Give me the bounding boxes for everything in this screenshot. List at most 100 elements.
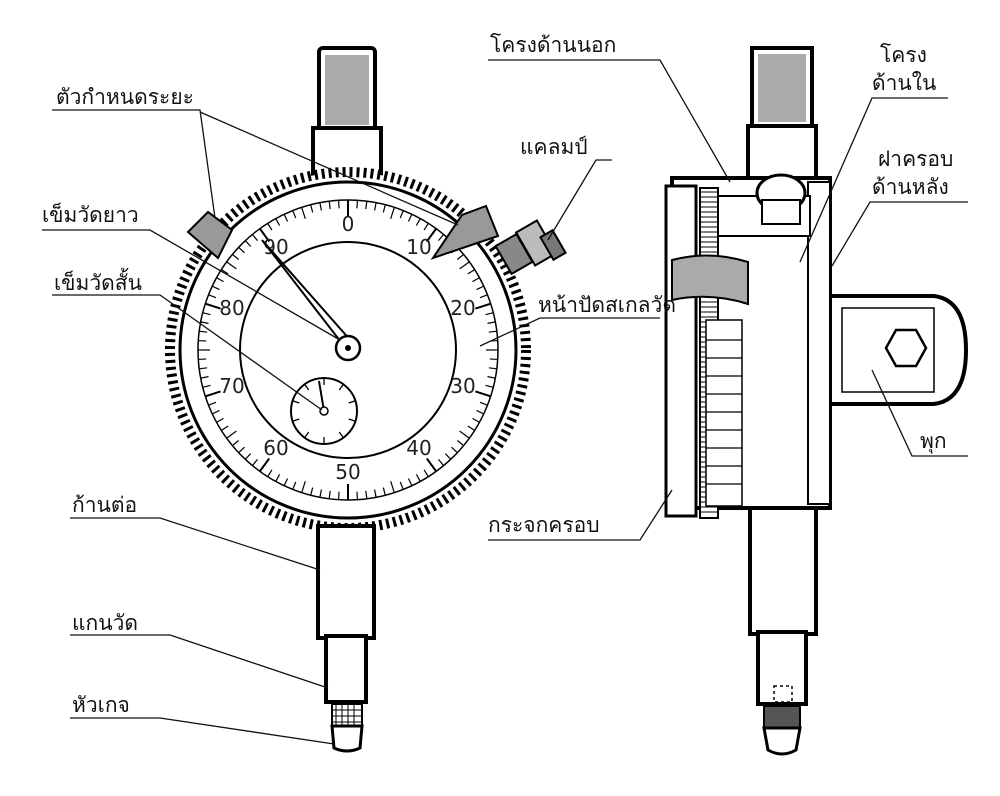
dial-tick <box>216 277 224 283</box>
side-crystal-band <box>671 254 749 306</box>
dial-tick <box>488 367 497 370</box>
leader-back-cover <box>831 201 968 267</box>
dial-tick <box>232 253 239 260</box>
dial-tick <box>199 367 208 370</box>
revolution-counter-tick <box>338 383 344 391</box>
dial-tick <box>472 417 480 423</box>
leader-inner-frame <box>799 97 948 263</box>
revolution-counter-tick <box>348 400 356 404</box>
dial-tick <box>267 469 273 477</box>
dial-tick <box>472 277 480 283</box>
dial-tick <box>459 261 470 270</box>
dial-tick <box>467 425 475 431</box>
dial-tick <box>382 487 386 496</box>
contact-point-knurl-pattern <box>332 704 362 726</box>
top-sleeve <box>311 126 383 180</box>
dial-tick <box>292 210 297 219</box>
label-back-cover-2: ด้านหลัง <box>872 175 949 199</box>
contact-point <box>330 724 364 753</box>
long-hand-center <box>345 345 351 351</box>
side-back-cover <box>807 181 831 505</box>
range-indicator-right <box>430 204 500 260</box>
dial-tick <box>390 207 395 219</box>
dial-tick <box>200 376 209 379</box>
dial-tick <box>457 440 464 447</box>
leader-range-indicator-2 <box>199 111 459 226</box>
top-cap-shade <box>325 55 369 125</box>
dial-tick <box>275 218 281 226</box>
dial-tick <box>479 401 488 406</box>
revolution-counter-tick <box>304 431 310 439</box>
side-dial-lines <box>706 339 742 485</box>
dial-number: 10 <box>406 235 431 259</box>
leader-spindle <box>70 634 329 689</box>
dial-tick <box>205 302 221 310</box>
dial-tick <box>374 489 377 498</box>
label-crystal: กระจกครอบ <box>488 513 600 537</box>
leader-range-indicator <box>52 109 216 219</box>
dial-tick <box>415 474 421 482</box>
dial-tick <box>476 409 484 415</box>
clamp <box>494 219 567 276</box>
dial-tick <box>232 440 239 447</box>
dial-tick <box>374 202 377 211</box>
spindle <box>324 634 368 704</box>
leader-clamp <box>547 159 612 241</box>
dial-tick <box>319 202 322 211</box>
dial-tick <box>319 489 322 498</box>
dial-tick <box>438 234 445 241</box>
short-hand <box>318 380 325 412</box>
side-bezel <box>664 184 698 518</box>
dial-tick <box>337 491 340 500</box>
leader-long-hand <box>42 229 341 341</box>
revolution-counter-tick <box>292 400 300 404</box>
dial-number: 20 <box>450 296 475 320</box>
dial-tick <box>202 384 211 388</box>
dial-tick <box>356 491 359 500</box>
leader-stem <box>70 517 321 571</box>
dial-tick <box>221 269 229 275</box>
side-clamp-screw-base <box>761 199 801 225</box>
dial-tick <box>310 487 314 496</box>
dial-tick <box>259 457 271 472</box>
label-back-cover-1: ฝาครอบ <box>878 147 953 171</box>
leader-contact-point <box>70 717 335 745</box>
dial-number: 30 <box>450 374 475 398</box>
side-spindle-window <box>773 685 793 703</box>
dial-tick <box>328 490 331 499</box>
dial-tick <box>451 446 458 454</box>
label-outer-frame: โครงด้านนอก <box>490 33 616 57</box>
dial-tick <box>407 478 413 486</box>
dial-tick <box>399 210 404 219</box>
dial-tick <box>423 469 429 477</box>
dial-tick <box>382 204 386 213</box>
label-short-hand: เข็มวัดสั้น <box>54 268 142 295</box>
leader-short-hand <box>52 294 323 411</box>
side-lug-hex-bolt <box>884 328 928 368</box>
dial-tick <box>356 200 359 209</box>
label-inner-frame-1: โครง <box>880 43 927 67</box>
dial-tick <box>425 228 437 243</box>
side-lug-inner <box>841 307 935 393</box>
dial-tick <box>487 321 496 324</box>
dial-tick <box>337 200 340 209</box>
dial-tick <box>205 390 221 398</box>
dial-number: 40 <box>406 436 431 460</box>
dial-tick <box>467 269 475 275</box>
dial-tick <box>476 285 484 291</box>
dial-tick <box>444 453 452 460</box>
labels: ตัวกำหนดระยะ เข็มวัดยาว เข็มวัดสั้น ก้าน… <box>42 33 953 717</box>
dial-numbers: 0 10 20 30 40 50 60 70 80 90 <box>219 212 475 484</box>
side-top-cap-shade <box>758 54 806 122</box>
dial-number: 60 <box>263 436 288 460</box>
dial-number: 0 <box>342 212 355 236</box>
dial-tick <box>407 214 413 222</box>
label-stem: ก้านต่อ <box>72 493 137 517</box>
label-contact-point: หัวเกจ <box>72 693 130 717</box>
dial-tick <box>208 401 217 406</box>
dial-tick <box>251 234 258 241</box>
dial-tick <box>489 358 498 361</box>
dial-tick <box>199 330 208 333</box>
range-indicator-left <box>186 210 234 260</box>
dial-tick <box>485 312 494 316</box>
